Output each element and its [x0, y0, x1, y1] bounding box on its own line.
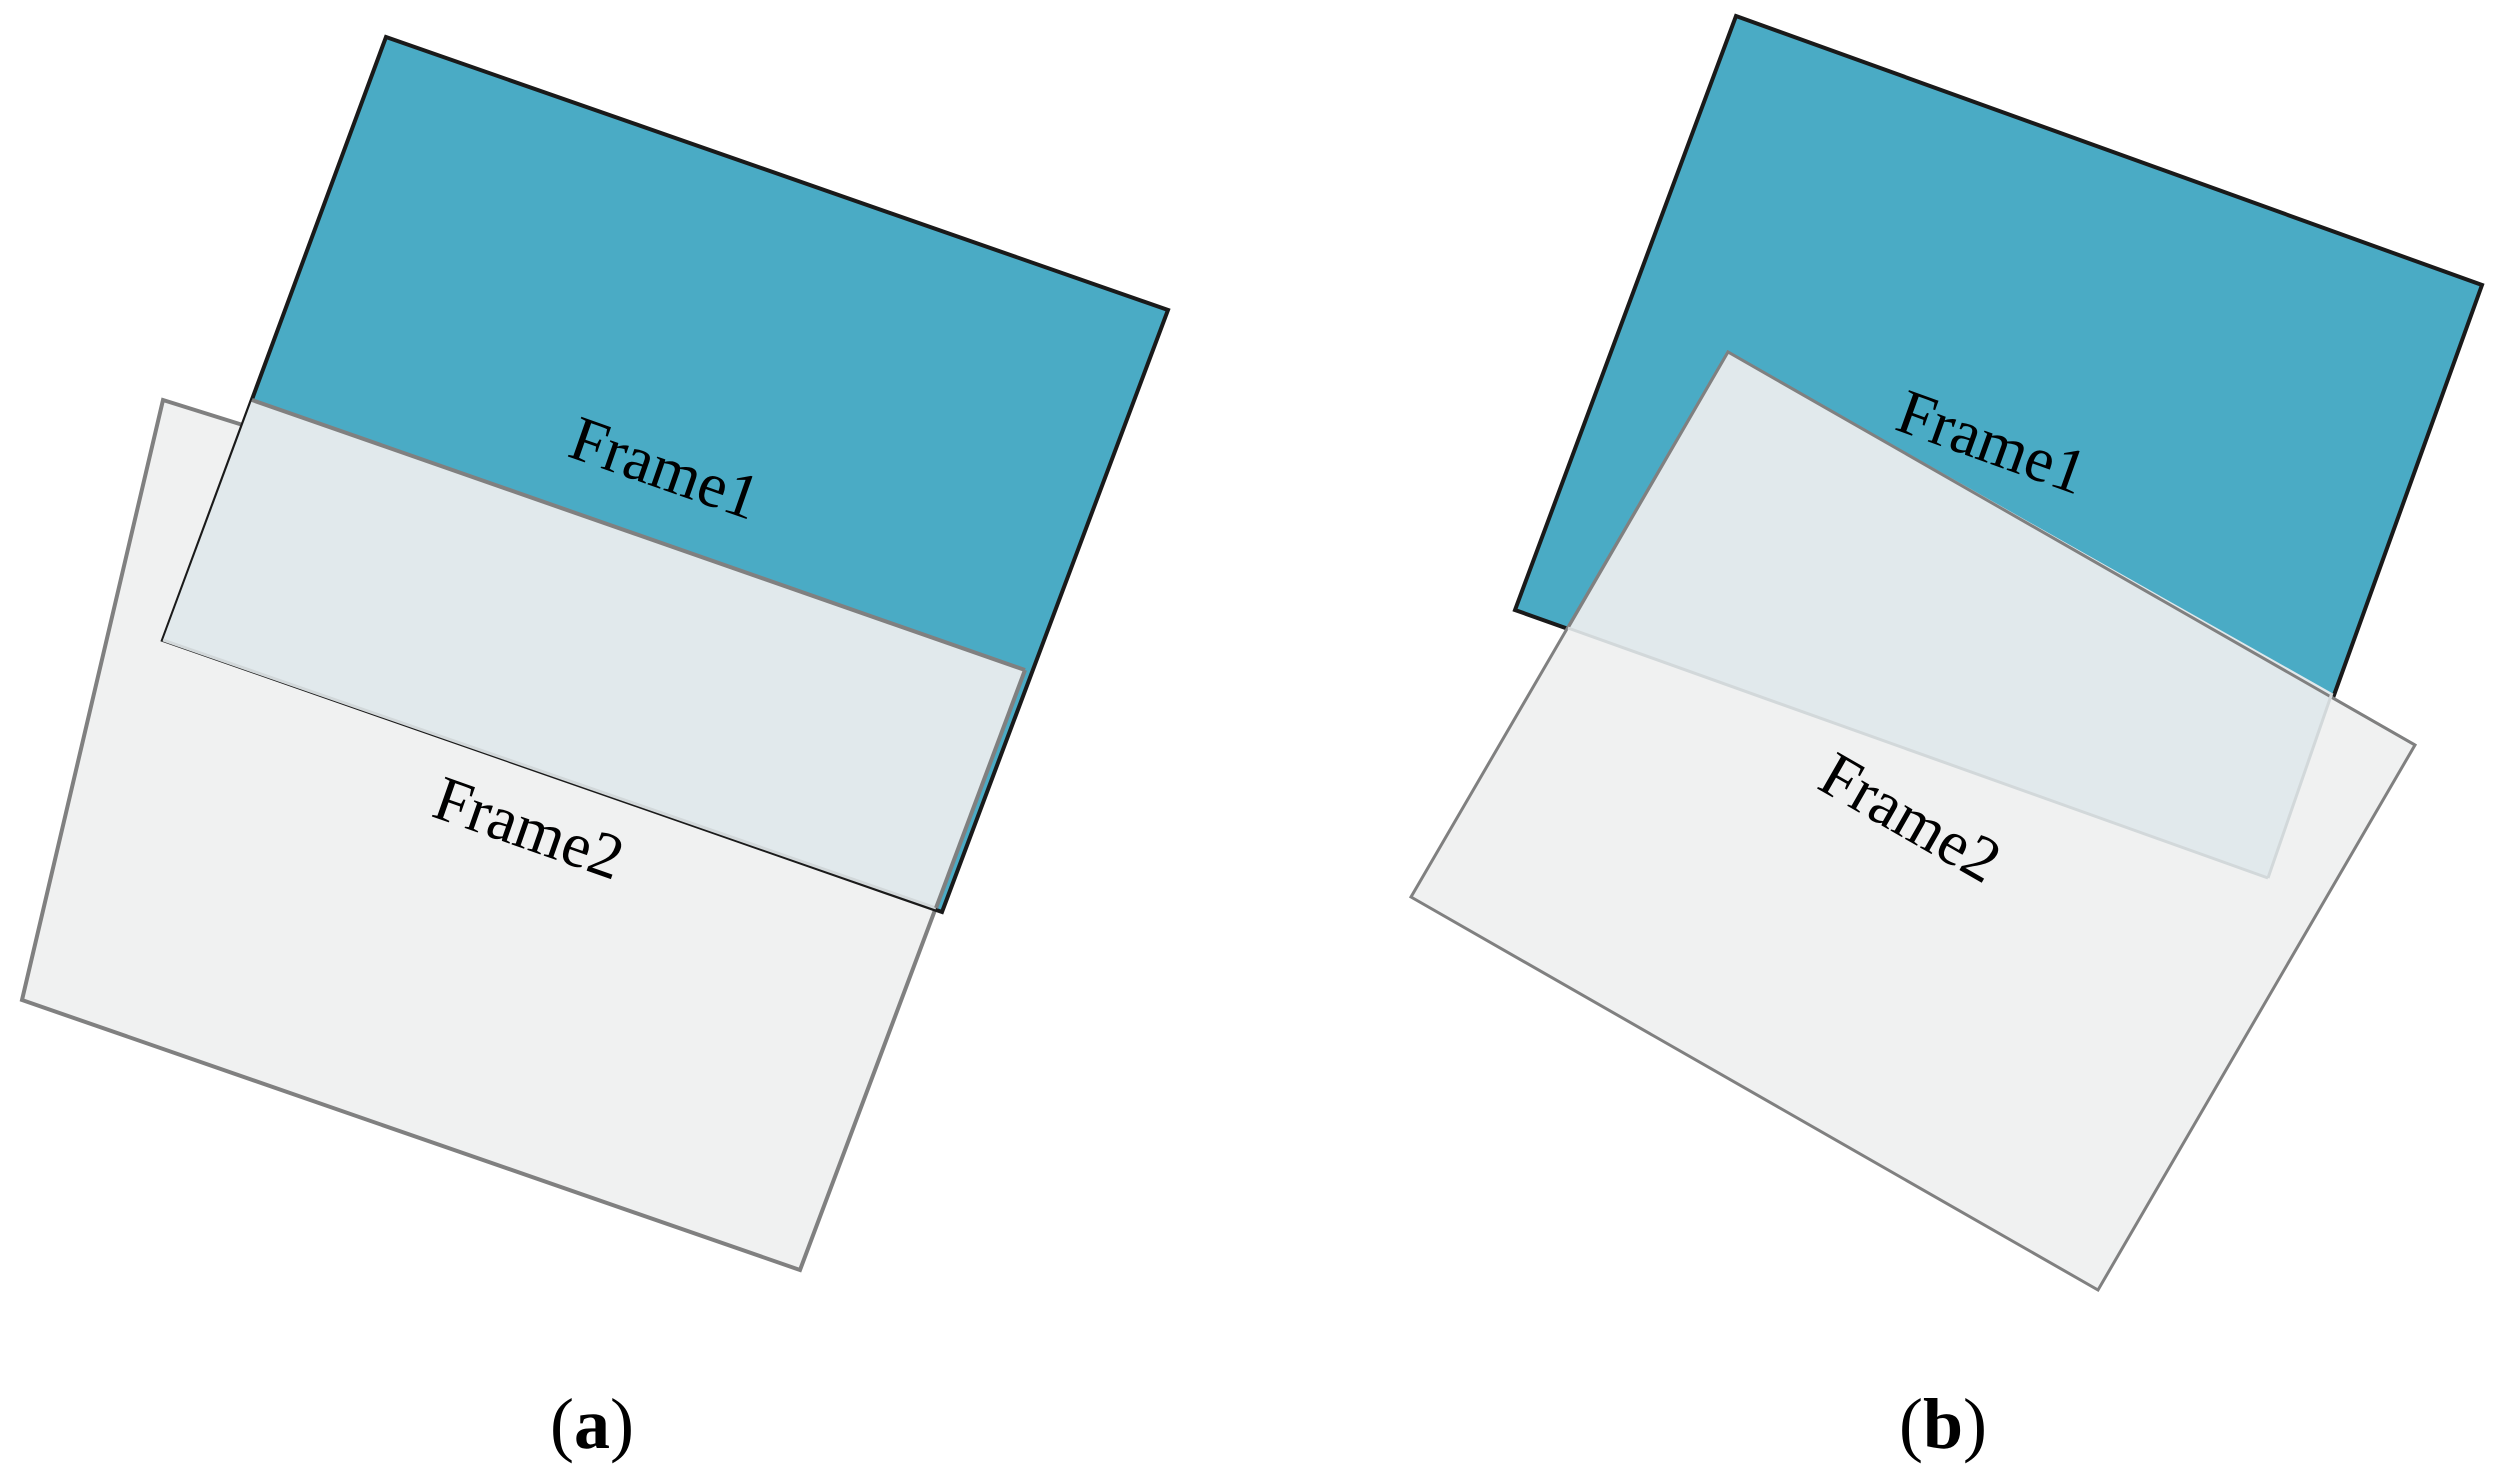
panel-a-frame2-right-edge — [934, 669, 1027, 909]
panel-a: Frame1 Frame2 (a) — [19, 34, 1171, 1464]
panel-b-caption: (b) — [1899, 1384, 1987, 1464]
panel-b-frame1-bottom-edge — [1567, 626, 2269, 880]
panel-b: Frame1 Frame2 (b) — [1408, 13, 2485, 1464]
panel-b-frame1-right-edge-inside — [2266, 692, 2334, 879]
panel-a-caption: (a) — [550, 1384, 634, 1464]
panel-a-frame1-bottom-edge — [162, 638, 937, 910]
panel-b-overlap-region — [1568, 352, 2332, 878]
panel-a-frame2-top-edge — [251, 398, 1026, 672]
panel-a-overlap-region — [163, 400, 1025, 908]
panel-b-frame2-outline-top — [1566, 349, 2416, 747]
